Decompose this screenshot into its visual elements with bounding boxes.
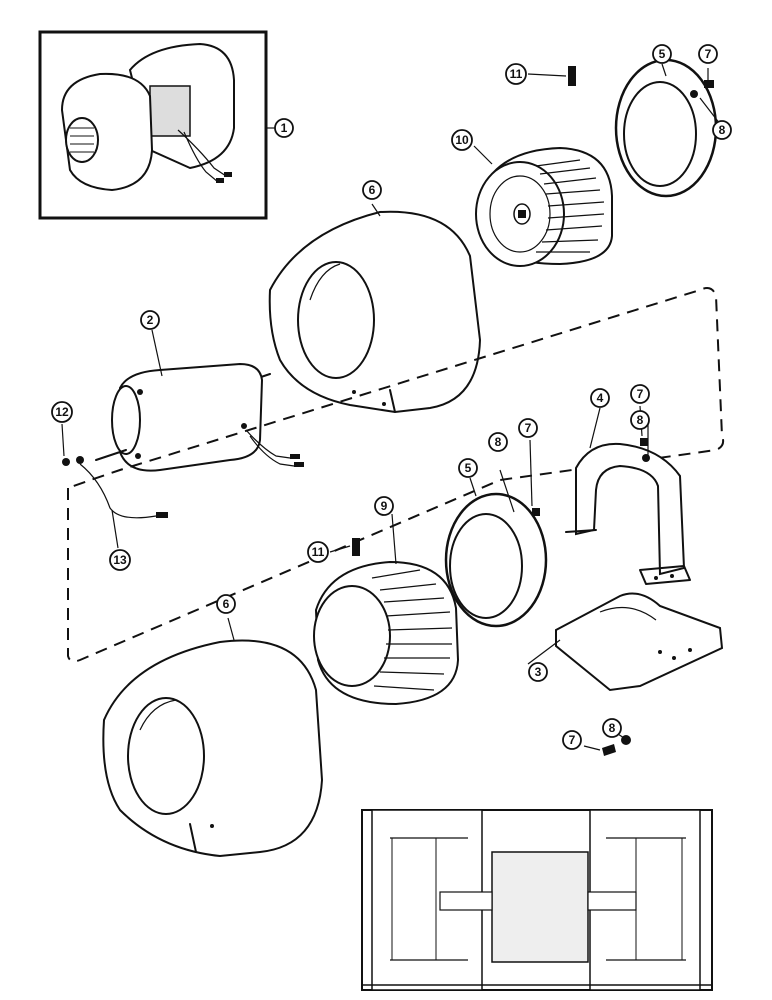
svg-text:7: 7 bbox=[569, 733, 576, 747]
callout-8-c: 8 bbox=[488, 432, 508, 452]
svg-text:1: 1 bbox=[281, 121, 288, 135]
callout-7-a: 7 bbox=[698, 44, 718, 64]
callout-8-a: 8 bbox=[712, 120, 732, 140]
callout-3: 3 bbox=[528, 662, 548, 682]
callout-7-b: 7 bbox=[630, 384, 650, 404]
set-screw-upper bbox=[568, 66, 576, 86]
callout-8-d: 8 bbox=[602, 718, 622, 738]
svg-text:7: 7 bbox=[525, 421, 532, 435]
callout-6-lower: 6 bbox=[216, 594, 236, 614]
ground-wire bbox=[62, 456, 168, 519]
blower-wheel-upper bbox=[475, 146, 613, 267]
callout-10: 10 bbox=[451, 129, 473, 151]
callout-5-lower: 5 bbox=[458, 458, 478, 478]
blower-motor bbox=[95, 362, 304, 472]
svg-text:5: 5 bbox=[465, 461, 472, 475]
callout-2: 2 bbox=[140, 310, 160, 330]
callout-6-upper: 6 bbox=[362, 180, 382, 200]
callout-4: 4 bbox=[590, 388, 610, 408]
svg-text:7: 7 bbox=[705, 47, 712, 61]
svg-text:11: 11 bbox=[510, 67, 523, 81]
svg-text:13: 13 bbox=[113, 553, 127, 567]
inset-blower-assembly bbox=[38, 30, 268, 220]
callout-12: 12 bbox=[51, 401, 73, 423]
leader-lines bbox=[61, 63, 721, 751]
svg-text:9: 9 bbox=[381, 499, 388, 513]
svg-text:11: 11 bbox=[312, 545, 325, 559]
svg-text:10: 10 bbox=[455, 133, 469, 147]
callout-13: 13 bbox=[109, 549, 131, 571]
blower-wheel-lower bbox=[313, 560, 460, 706]
svg-text:3: 3 bbox=[535, 665, 542, 679]
mounting-bracket-upper bbox=[565, 442, 691, 585]
callout-7-c: 7 bbox=[518, 418, 538, 438]
screw-nut-lower bbox=[602, 735, 631, 756]
svg-text:8: 8 bbox=[495, 435, 502, 449]
svg-text:6: 6 bbox=[369, 183, 376, 197]
set-screw-lower bbox=[352, 538, 360, 556]
callout-5-upper: 5 bbox=[652, 44, 672, 64]
svg-text:6: 6 bbox=[223, 597, 230, 611]
blower-housing-upper bbox=[268, 210, 482, 414]
svg-text:7: 7 bbox=[637, 387, 644, 401]
svg-text:4: 4 bbox=[597, 391, 604, 405]
inlet-ring-lower bbox=[444, 492, 548, 628]
blower-housing-lower bbox=[102, 639, 324, 858]
callout-1: 1 bbox=[274, 118, 294, 138]
callout-11-upper: 11 bbox=[505, 63, 527, 85]
svg-text:5: 5 bbox=[659, 47, 666, 61]
svg-text:8: 8 bbox=[609, 721, 616, 735]
svg-text:2: 2 bbox=[147, 313, 154, 327]
mounting-bracket-lower bbox=[555, 592, 724, 692]
callout-9: 9 bbox=[374, 496, 394, 516]
screw-nut-upper bbox=[690, 80, 714, 98]
svg-text:8: 8 bbox=[637, 413, 644, 427]
inlet-ring-upper bbox=[614, 58, 718, 198]
callout-11-lower: 11 bbox=[307, 541, 329, 563]
svg-text:12: 12 bbox=[55, 405, 69, 419]
callout-7-d: 7 bbox=[562, 730, 582, 750]
callout-8-b: 8 bbox=[630, 410, 650, 430]
assembly-side-view bbox=[361, 809, 713, 991]
svg-text:8: 8 bbox=[719, 123, 726, 137]
